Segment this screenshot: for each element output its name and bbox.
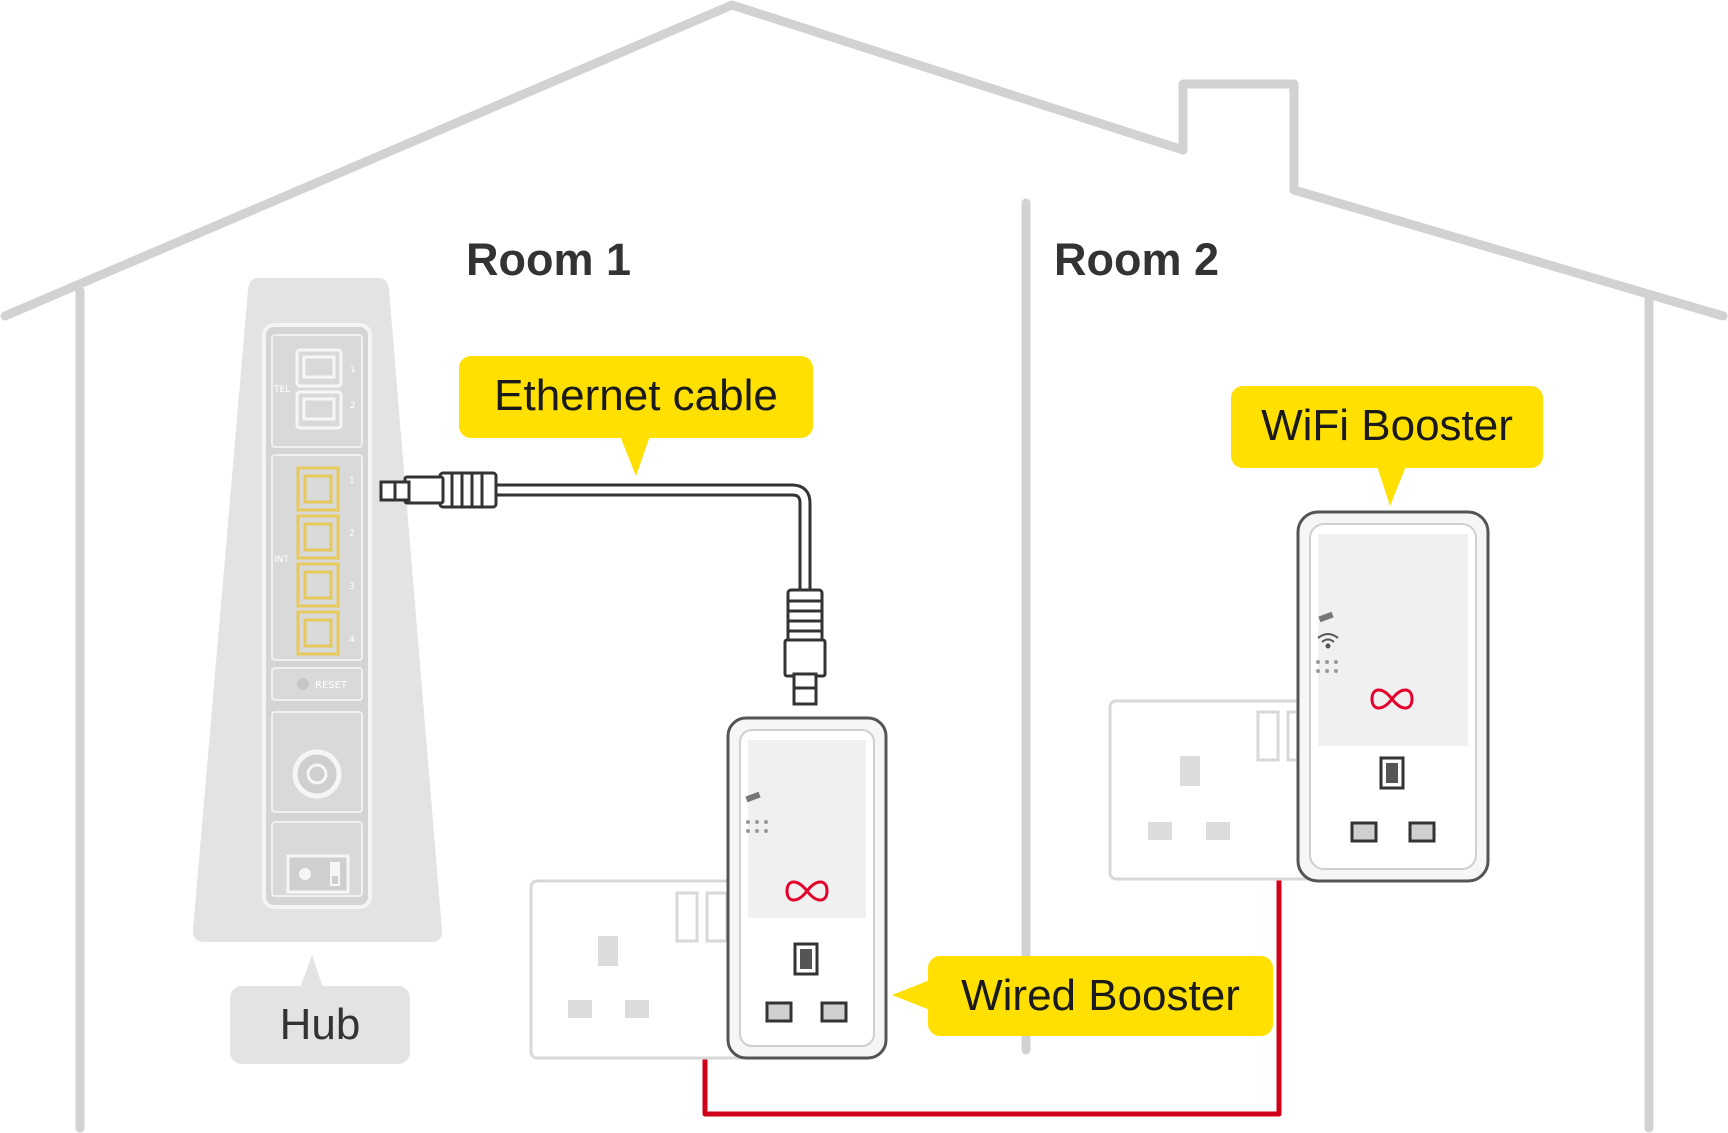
room-1-label: Room 1 [466, 234, 632, 285]
ethernet-port-3 [296, 562, 340, 608]
hub-device: TEL 1 2 INT 1 2 3 4 RESET [192, 278, 443, 942]
ethernet-port-2 [296, 514, 340, 560]
virgin-logo-icon [785, 880, 829, 902]
ethernet-cable-callout-bubble [459, 356, 813, 476]
tel-label: TEL [273, 385, 290, 395]
tel-port-number-2: 2 [350, 401, 356, 411]
hub-label: Hub [279, 1000, 361, 1049]
int-port-number-1: 1 [349, 476, 355, 486]
reset-button-icon [297, 678, 309, 690]
int-port-number-4: 4 [349, 635, 355, 645]
tel-port-number-1: 1 [350, 365, 356, 375]
wired-booster-device [726, 716, 888, 1060]
int-label: INT [274, 555, 289, 565]
wall-socket-room-2 [1108, 699, 1342, 881]
rj45-plug-booster-end [783, 588, 827, 706]
ethernet-cable [379, 471, 827, 706]
power-switch-icon [330, 862, 340, 886]
hub-callout-bubble [230, 955, 410, 1064]
wired-booster-label: Wired Booster [961, 971, 1240, 1020]
wifi-icon [1317, 633, 1339, 649]
tel-port-2 [295, 390, 343, 430]
ethernet-port-1 [296, 466, 340, 512]
wifi-booster-label: WiFi Booster [1261, 401, 1513, 450]
powerline-connection [702, 879, 1282, 1117]
int-port-number-2: 2 [349, 529, 355, 539]
wifi-booster-device [1296, 510, 1490, 883]
tel-port-1 [295, 348, 343, 388]
coax-connector-icon [292, 749, 342, 799]
wifi-booster-callout-bubble [1231, 386, 1543, 506]
ethernet-cable-label: Ethernet cable [494, 371, 778, 420]
room-2-label: Room 2 [1054, 234, 1220, 285]
power-socket-icon [299, 868, 311, 880]
rj45-plug-hub-end [379, 471, 498, 509]
wired-booster-callout-bubble [892, 956, 1273, 1036]
virgin-logo-icon-2 [1370, 688, 1414, 710]
int-port-number-3: 3 [349, 582, 355, 592]
reset-label: RESET [315, 680, 348, 691]
ethernet-port-4 [296, 610, 340, 656]
